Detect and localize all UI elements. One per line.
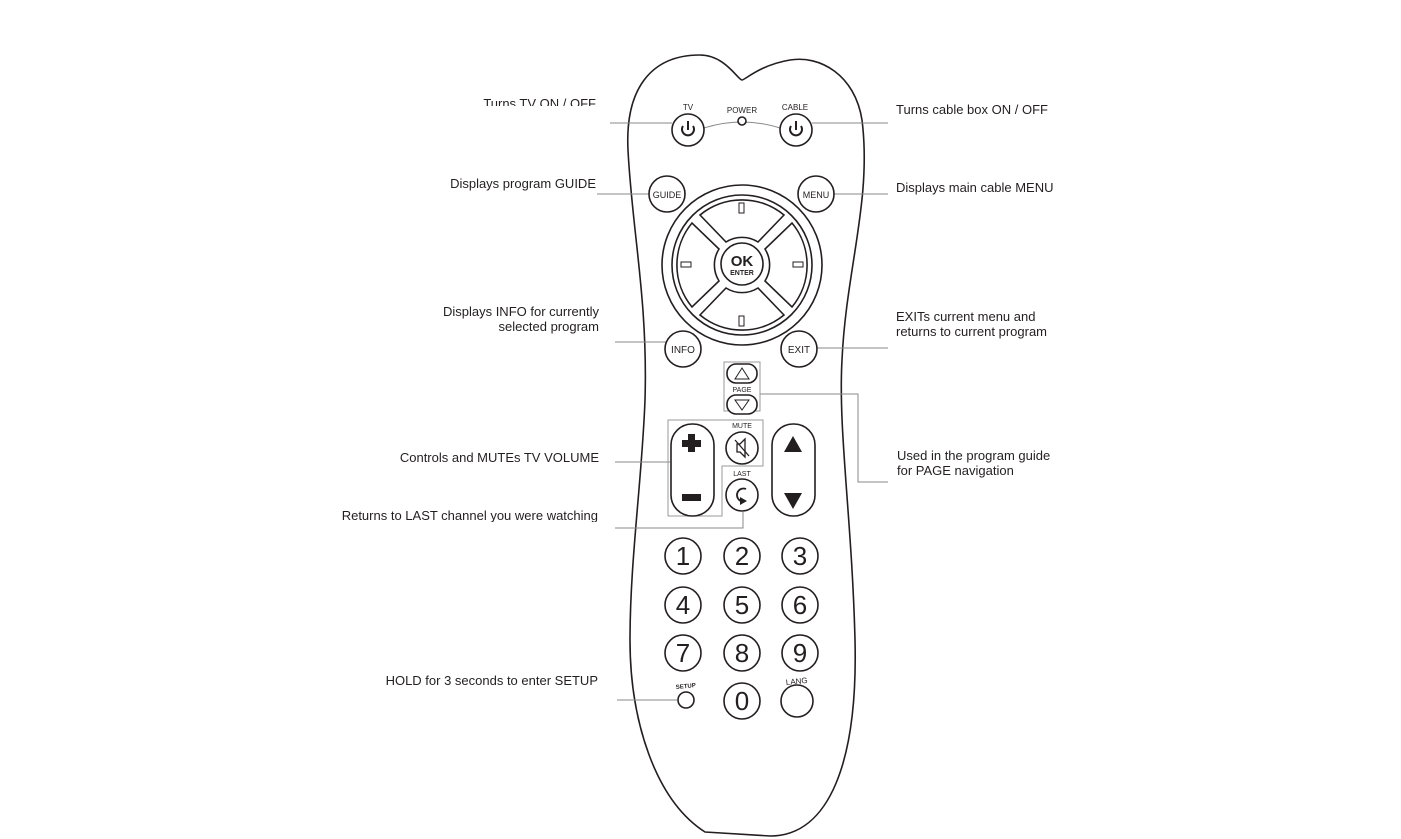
digit-label: 7 <box>676 638 690 668</box>
cable-power-button[interactable] <box>779 113 813 147</box>
callout-tv-power: Turns TV ON / OFF <box>483 96 596 106</box>
digit-label: 8 <box>735 638 749 668</box>
exit-button[interactable]: EXIT <box>780 330 818 368</box>
callout-page-line2: for PAGE navigation <box>897 463 1014 478</box>
digit-button-8[interactable]: 8 <box>723 634 761 672</box>
digit-label: 6 <box>793 590 807 620</box>
setup-button[interactable] <box>677 691 695 709</box>
digit-button-6[interactable]: 6 <box>781 586 819 624</box>
callout-page: Used in the program guide for PAGE navig… <box>897 448 1157 478</box>
callout-guide: Displays program GUIDE <box>450 176 596 191</box>
mute-icon <box>734 437 750 459</box>
callout-exit-line1: EXITs current menu and <box>896 309 1036 324</box>
callout-volume: Controls and MUTEs TV VOLUME <box>399 450 599 465</box>
digit-button-5[interactable]: 5 <box>723 586 761 624</box>
cable-label: CABLE <box>782 103 808 112</box>
lang-label: LANG <box>785 676 808 687</box>
channel-down-icon <box>784 493 802 509</box>
digit-label: 4 <box>676 590 690 620</box>
volume-minus-icon <box>682 494 701 501</box>
menu-button[interactable]: MENU <box>797 175 835 213</box>
power-led <box>737 116 747 126</box>
tv-label: TV <box>683 103 694 112</box>
callout-last: Returns to LAST channel you were watchin… <box>341 508 598 522</box>
info-button[interactable]: INFO <box>664 330 702 368</box>
digit-button-7[interactable]: 7 <box>664 634 702 672</box>
digit-label: 2 <box>735 541 749 571</box>
enter-label: ENTER <box>730 270 754 277</box>
callout-cable-power: Turns cable box ON / OFF <box>896 102 1048 117</box>
dpad-up[interactable] <box>698 199 786 244</box>
volume-group-outline <box>667 419 764 517</box>
last-button[interactable] <box>725 478 759 512</box>
callout-setup: HOLD for 3 seconds to enter SETUP <box>385 673 598 688</box>
digit-button-0[interactable]: 0 <box>723 682 761 720</box>
tv-power-button[interactable] <box>671 113 705 147</box>
dpad-down-mark <box>738 315 745 327</box>
callout-info-line1: Displays INFO for currently <box>442 304 599 319</box>
guide-button[interactable]: GUIDE <box>648 175 686 213</box>
menu-button-label: MENU <box>803 190 830 200</box>
digit-label: 1 <box>676 541 690 571</box>
exit-button-label: EXIT <box>788 345 810 356</box>
mute-button[interactable] <box>725 431 759 465</box>
digit-label: 0 <box>735 686 749 716</box>
channel-up-icon <box>784 436 802 452</box>
dpad-right[interactable] <box>763 221 808 309</box>
info-button-label: INFO <box>671 345 695 356</box>
dpad-left-mark <box>680 261 692 268</box>
digit-keypad: 1 2 3 4 5 6 7 8 9 0 <box>664 537 819 720</box>
volume-rocker[interactable] <box>670 423 715 517</box>
callout-info: Displays INFO for currently selected pro… <box>380 304 599 334</box>
page-up-button[interactable] <box>726 363 758 384</box>
callout-page-line1: Used in the program guide <box>897 448 1051 463</box>
dpad-left[interactable] <box>676 221 721 309</box>
callout-exit-line2: returns to current program <box>896 324 1048 339</box>
volume-plus-icon <box>682 434 701 452</box>
digit-label: 3 <box>793 541 807 571</box>
digit-button-2[interactable]: 2 <box>723 537 761 575</box>
dpad-down[interactable] <box>698 286 786 331</box>
leader-lines <box>597 122 888 701</box>
ok-enter-button[interactable]: OK ENTER <box>720 242 764 286</box>
digit-button-4[interactable]: 4 <box>664 586 702 624</box>
page-up-icon <box>734 367 750 380</box>
setup-label: SETUP <box>676 683 697 691</box>
digit-label: 5 <box>735 590 749 620</box>
mute-label: MUTE <box>732 423 752 430</box>
ok-label: OK <box>731 253 754 270</box>
page-down-button[interactable] <box>726 394 758 415</box>
callout-info-line2: selected program <box>498 319 599 334</box>
digit-button-3[interactable]: 3 <box>781 537 819 575</box>
lang-button[interactable] <box>780 684 814 718</box>
power-icon <box>789 121 803 137</box>
power-icon <box>681 121 695 137</box>
guide-button-label: GUIDE <box>653 190 682 200</box>
callout-exit: EXITs current menu and returns to curren… <box>896 309 1156 339</box>
dpad-up-mark <box>738 202 745 214</box>
leader-last <box>615 512 744 529</box>
last-label: LAST <box>733 471 751 478</box>
leader-page <box>760 393 888 483</box>
callout-menu: Displays main cable MENU <box>896 180 1054 195</box>
power-label: POWER <box>727 106 757 115</box>
page-down-icon <box>734 399 750 411</box>
last-channel-icon <box>736 487 747 505</box>
page-label: PAGE <box>733 387 752 394</box>
digit-button-9[interactable]: 9 <box>781 634 819 672</box>
dpad-right-mark <box>792 261 804 268</box>
channel-rocker[interactable] <box>771 423 816 517</box>
digit-button-1[interactable]: 1 <box>664 537 702 575</box>
digit-label: 9 <box>793 638 807 668</box>
